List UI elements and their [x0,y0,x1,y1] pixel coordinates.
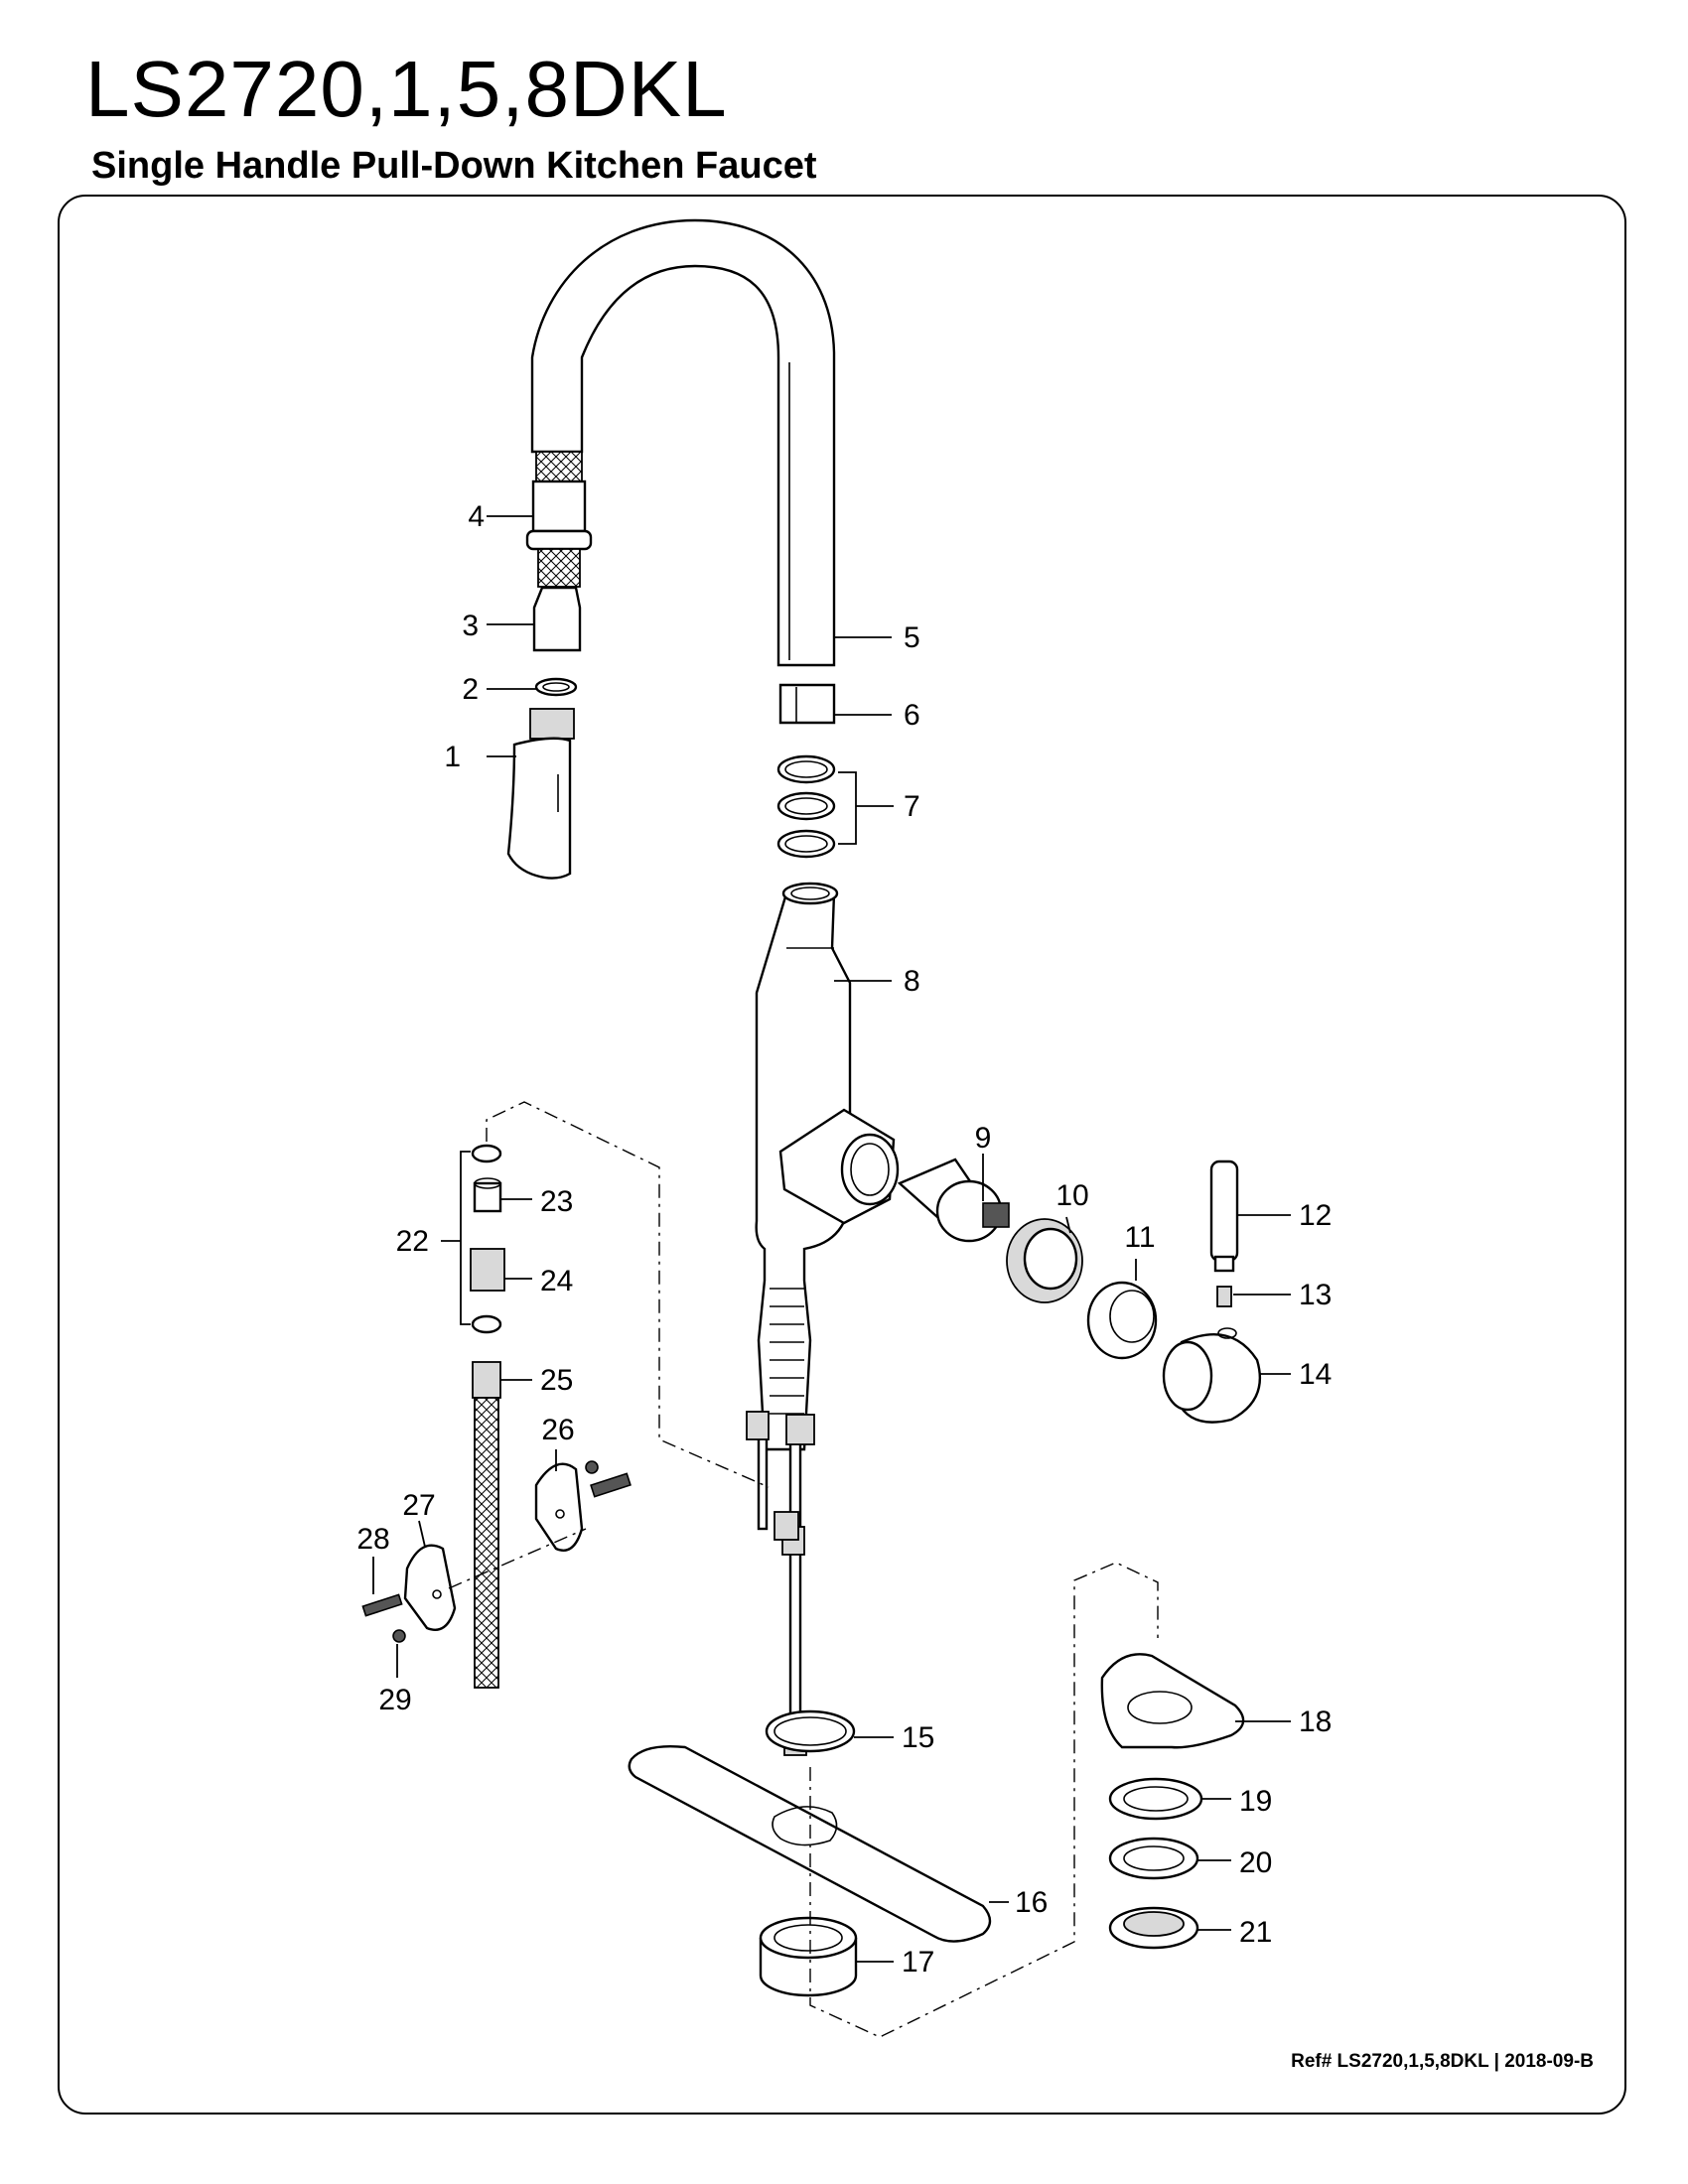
base-gasket-part [765,1709,856,1753]
callout-20: 20 [1239,1846,1272,1879]
callout-19: 19 [1239,1785,1272,1818]
callout-27: 27 [402,1489,435,1522]
assembly-line [809,1562,1159,2038]
callout-25: 25 [540,1364,573,1397]
callout-bracket [441,1151,471,1325]
clip-part [778,683,836,725]
assembly-line [486,1101,770,1488]
hose-connector-part [525,479,593,588]
screw-part [361,1593,403,1617]
assembly-line [448,1528,587,1589]
callout-10: 10 [1055,1179,1088,1212]
supply-hose-part [472,1361,501,1689]
callout-6: 6 [904,699,920,732]
cartridge-part [897,1158,1010,1243]
washer-ring-part [1108,1837,1199,1880]
callout-5: 5 [904,621,920,654]
faucet-body-part [746,882,900,1756]
leader-lines [372,515,1291,1963]
set-screw-part [1216,1286,1232,1307]
hose-braid-top [535,451,583,482]
callout-22: 22 [396,1225,429,1258]
callout-18: 18 [1299,1706,1332,1738]
o-rings-part [776,754,836,859]
callout-23: 23 [540,1185,573,1218]
product-description: Single Handle Pull-Down Kitchen Faucet [91,145,817,187]
callout-17: 17 [902,1946,934,1979]
sprayhead-nut-part [532,586,582,652]
escutcheon-part [1100,1653,1245,1749]
adapter-kit-part [470,1144,505,1334]
diagram-frame [58,195,1626,2115]
callout-21: 21 [1239,1916,1272,1949]
spout-part [530,218,836,667]
callout-bracket [838,771,894,845]
bonnet-nut-part [1006,1218,1083,1303]
mounting-ring-part [759,1916,858,1997]
sprayhead-part [506,708,575,880]
callout-15: 15 [902,1721,934,1754]
hose-weight-half-a-part [534,1460,632,1552]
callout-26: 26 [541,1414,574,1446]
cap-part [1086,1281,1158,1360]
callout-12: 12 [1299,1199,1332,1232]
callout-9: 9 [975,1122,992,1155]
lower-gasket-part [1108,1777,1203,1821]
hose-weight-half-b-part [403,1544,457,1631]
callout-11: 11 [1124,1221,1155,1254]
callout-28: 28 [356,1523,389,1556]
callout-13: 13 [1299,1279,1332,1311]
callout-2: 2 [462,673,479,706]
callout-24: 24 [540,1265,573,1297]
callout-8: 8 [904,965,920,998]
callout-4: 4 [468,500,485,533]
callout-7: 7 [904,790,920,823]
callout-3: 3 [462,610,479,642]
washer-part [534,677,578,697]
deck-plate-part [628,1745,992,1943]
mounting-nut-part [1108,1906,1199,1950]
lever-handle-part [1209,1160,1239,1273]
handle-hub-part [1162,1327,1262,1424]
callout-14: 14 [1299,1358,1332,1391]
reference-footer: Ref# LS2720,1,5,8DKL | 2018-09-B [1291,2051,1594,2072]
callout-1: 1 [444,741,461,773]
nut-part [392,1629,406,1643]
model-title: LS2720,1,5,8DKL [85,45,728,133]
callout-29: 29 [378,1684,411,1716]
callout-labels: 1 2 3 4 5 6 7 8 9 10 11 12 13 14 15 16 1… [356,500,1332,1979]
callout-16: 16 [1015,1886,1048,1919]
